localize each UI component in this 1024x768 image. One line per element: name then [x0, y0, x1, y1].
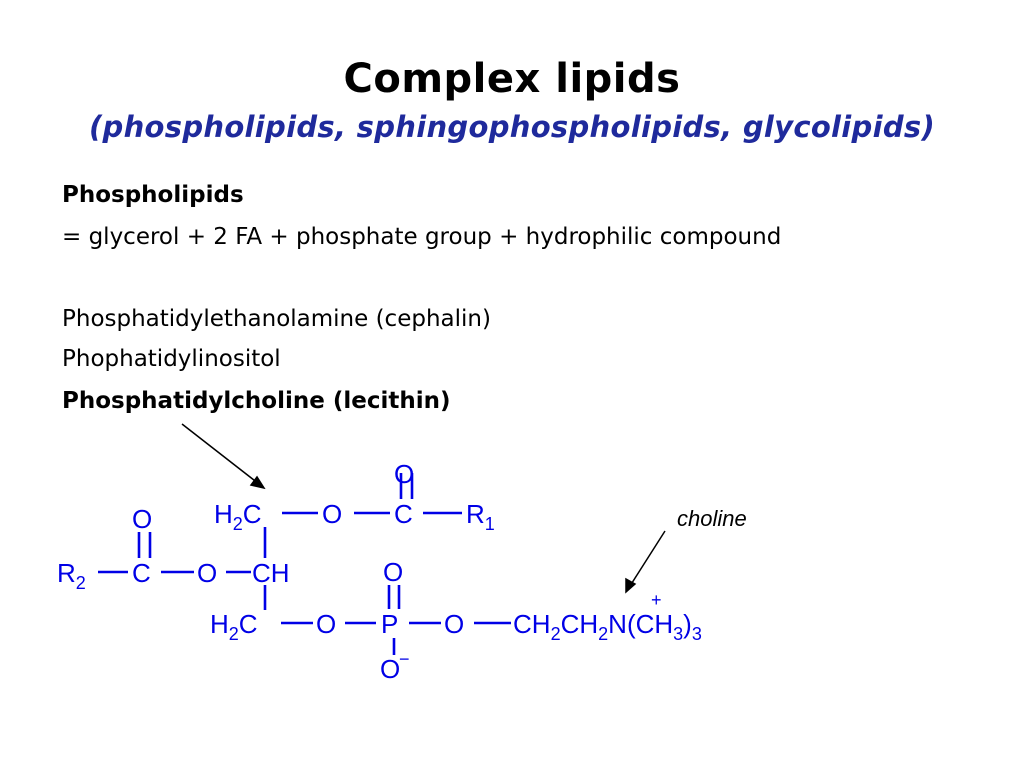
atom-ch-glycerol: CH [252, 558, 290, 588]
atom-c-top-carbonyl: C [394, 499, 413, 529]
lecithin-arrow [181, 423, 260, 485]
heading-phospholipids: Phospholipids [62, 182, 244, 208]
atom-o-phosphate-bottom: O [380, 654, 400, 684]
choline-label: choline [677, 506, 747, 531]
choline-chain: CH2CH2N(CH3)3 [513, 609, 702, 644]
slide-title: Complex lipids [343, 56, 681, 102]
item-cephalin: Phosphatidylethanolamine (cephalin) [62, 306, 491, 332]
chemical-formula: H2C O O C R1 R2 O C O CH H2C O O P O − O… [57, 459, 702, 684]
bonds [98, 473, 511, 655]
lecithin-arrowhead [249, 475, 266, 490]
atom-o-mid-ester: O [197, 558, 217, 588]
atom-o-top-carbonyl: O [394, 459, 414, 489]
choline-arrowhead [625, 577, 637, 594]
choline-arrow [629, 530, 666, 587]
atom-r1: R1 [466, 499, 495, 534]
atom-o-phosphate-top: O [383, 557, 403, 587]
atom-o-choline-link: O [444, 609, 464, 639]
atom-h2-bottom: H2C [210, 609, 258, 644]
item-lecithin: Phosphatidylcholine (lecithin) [62, 388, 451, 414]
atom-o-top-ester: O [322, 499, 342, 529]
atom-o-mid-carbonyl: O [132, 504, 152, 534]
slide-subtitle: (phospholipids, sphingophospholipids, gl… [88, 110, 936, 144]
atom-p: P [381, 609, 398, 639]
atom-c-mid-carbonyl: C [132, 558, 151, 588]
atom-h2-top: H2C [214, 499, 262, 534]
phospholipid-definition: = glycerol + 2 FA + phosphate group + hy… [62, 224, 782, 250]
charge-minus: − [399, 649, 410, 669]
atom-r2: R2 [57, 558, 86, 593]
atom-o-phosphoester: O [316, 609, 336, 639]
item-phosphatidylinositol: Phophatidylinositol [62, 346, 281, 372]
charge-plus: + [651, 590, 662, 610]
annotation-arrows [181, 423, 666, 594]
